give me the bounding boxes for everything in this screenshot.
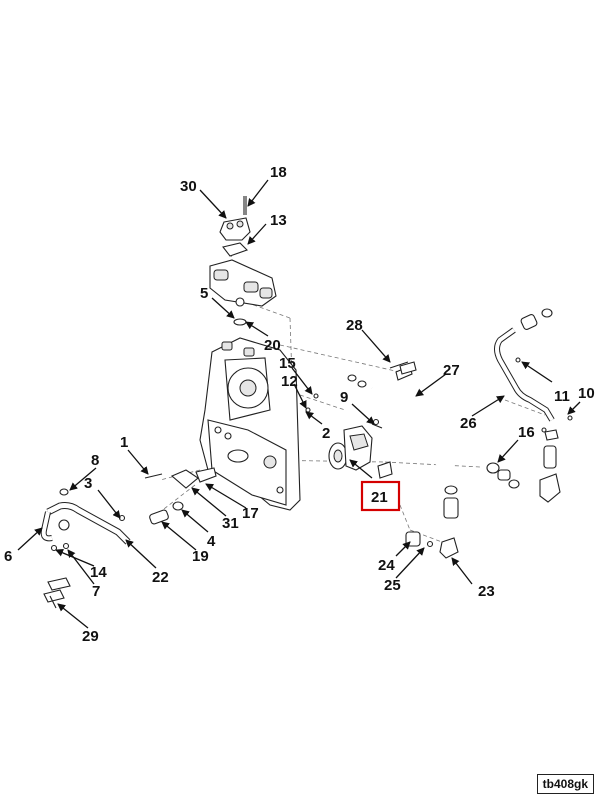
callout-31: 31: [222, 515, 239, 532]
callout-5: 5: [200, 285, 208, 302]
callout-9: 9: [340, 389, 348, 406]
callout-19: 19: [192, 548, 209, 565]
fasteners: [305, 357, 573, 433]
hose-clamp-set: [43, 577, 71, 609]
hose-fittings: [347, 361, 417, 479]
front-cover: [199, 337, 301, 511]
callout-4: 4: [207, 533, 216, 550]
coolant-pipe-upper: [371, 386, 459, 519]
callout-23: 23: [478, 583, 495, 600]
thermostat-cover-assembly: [219, 196, 251, 257]
callout-6: 6: [4, 548, 12, 565]
callout-27: 27: [443, 362, 460, 379]
callout-28: 28: [346, 317, 363, 334]
leader-lines: [17, 179, 581, 629]
callout-10: 10: [578, 385, 595, 402]
elbow-fittings: [405, 462, 520, 559]
callout-17: 17: [242, 505, 259, 522]
highlight-box-21: [360, 480, 401, 512]
callout-16: 16: [518, 424, 535, 441]
callout-30: 30: [180, 178, 197, 195]
water-pump: [328, 418, 380, 471]
callout-7: 7: [92, 583, 100, 600]
thermostat-housing: [209, 259, 277, 326]
callout-11: 11: [554, 388, 570, 405]
drawing-tag: tb408gk: [536, 774, 594, 794]
coolant-pipe-right: [494, 308, 561, 503]
callout-20: 20: [264, 337, 281, 354]
callout-8: 8: [91, 452, 99, 469]
callout-12: 12: [281, 373, 298, 390]
callout-29: 29: [82, 628, 99, 645]
bypass-tube-assembly: [40, 467, 217, 552]
callout-3: 3: [84, 475, 92, 492]
callout-22: 22: [152, 569, 169, 586]
callout-18: 18: [270, 164, 287, 181]
callout-25: 25: [384, 577, 401, 594]
callout-2: 2: [322, 425, 330, 442]
callout-21: 21: [371, 489, 388, 506]
callout-labels: 30 18 13 5 20 15 12 2 9 28 27 21 11 10 2…: [4, 164, 595, 645]
callout-24: 24: [378, 557, 395, 574]
callout-1: 1: [120, 434, 128, 451]
callout-13: 13: [270, 212, 287, 229]
callout-15: 15: [279, 355, 296, 372]
callout-26: 26: [460, 415, 477, 432]
callout-14: 14: [90, 564, 107, 581]
